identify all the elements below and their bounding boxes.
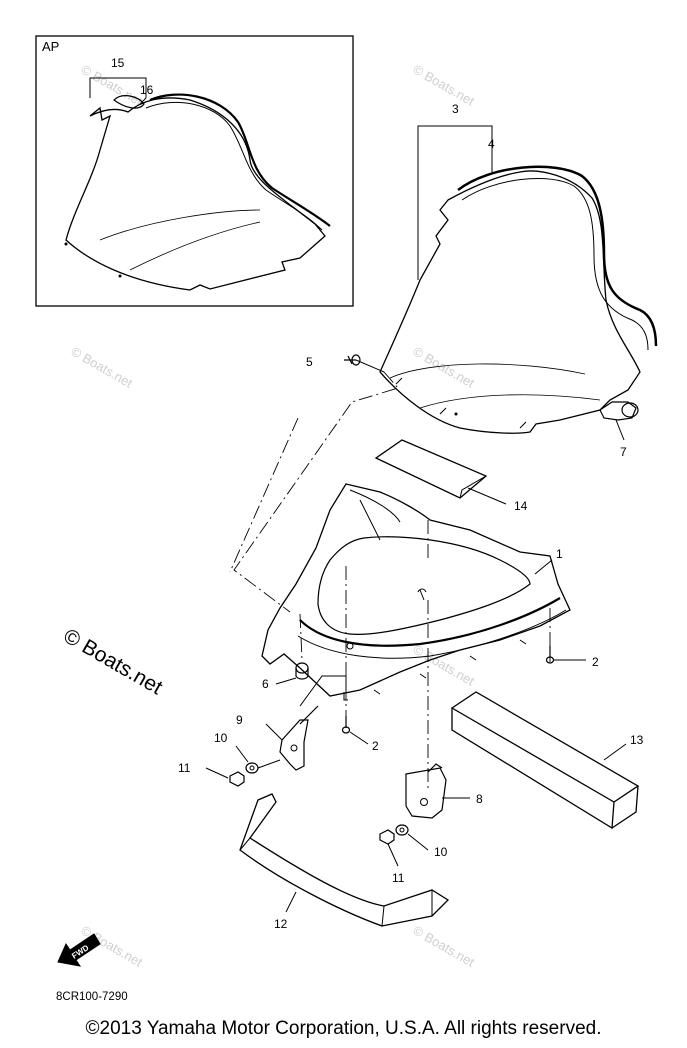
diagram-code: 8CR100-7290: [56, 991, 128, 1003]
watermarks: © Boats.net © Boats.net © Boats.net © Bo…: [60, 62, 478, 970]
callout-9: 9: [236, 713, 243, 727]
inset-frame: [35, 35, 354, 307]
ap-inset: AP: [35, 35, 354, 307]
callout-3: 3: [452, 102, 459, 116]
inset-label: AP: [42, 39, 59, 54]
watermark-text: © Boats.net: [411, 344, 478, 391]
screw-2-lower: [341, 692, 369, 745]
windshield: [379, 170, 641, 434]
inset-windshield: [65, 97, 326, 291]
callout-8: 8: [476, 792, 483, 806]
washer-10-right: [395, 824, 429, 851]
parts-diagram: © Boats.net © Boats.net © Boats.net © Bo…: [35, 35, 658, 1003]
callout-13: 13: [630, 733, 644, 747]
foam-block-13: [450, 691, 640, 830]
callout-1: 1: [556, 547, 563, 561]
inset-grip-16: [113, 95, 145, 109]
nut-11-right: [379, 829, 399, 867]
callout-14: 14: [514, 499, 528, 513]
leader-15: [89, 77, 147, 98]
callout-5: 5: [306, 355, 313, 369]
cowling-lower-slots: [373, 639, 527, 695]
cowling-cable-hole: [417, 588, 427, 601]
inset-windshield-trim: [149, 93, 331, 227]
watermark-text: © Boats.net: [411, 62, 478, 109]
cowling-rim: [299, 597, 561, 647]
inset-trim-inner: [145, 101, 323, 231]
callout-10-right: 10: [434, 845, 448, 859]
windshield-assembly: [379, 125, 658, 434]
watermark-text: © Boats.net: [69, 344, 136, 391]
washer-10-left: [235, 745, 281, 774]
leader-3: [417, 125, 493, 280]
bracket-9: [265, 675, 347, 771]
watermark-text: © Boats.net: [411, 923, 478, 970]
bumper-12: [239, 793, 450, 927]
watermark-bold-text: © Boats.net: [60, 624, 167, 699]
callout-15: 15: [111, 56, 125, 70]
callout-6: 6: [262, 677, 269, 691]
callout-7: 7: [620, 445, 627, 459]
callout-2-lower: 2: [372, 739, 379, 753]
screw-2-right: [545, 646, 586, 664]
windshield-shading: [389, 363, 601, 409]
cowling-opening: [317, 536, 531, 635]
windshield-slots: [395, 377, 527, 429]
grommet-7: [599, 401, 639, 441]
assembly-lines: [229, 371, 551, 790]
pad-14: [374, 439, 507, 505]
cowling-rim-inner: [297, 609, 567, 659]
inset-shading: [99, 209, 261, 271]
callout-4: 4: [488, 137, 495, 151]
leader-16: [139, 97, 147, 105]
bracket-8: [405, 763, 470, 819]
cowling: [261, 483, 571, 697]
callout-11-right: 11: [392, 871, 405, 885]
callout-16: 16: [140, 83, 154, 97]
callout-11-left: 11: [178, 761, 191, 775]
cowling-top-edge: [349, 489, 401, 541]
callout-2-right: 2: [592, 655, 599, 669]
copyright-notice: ©2013 Yamaha Motor Corporation, U.S.A. A…: [85, 1018, 602, 1039]
nut-11-left: [205, 767, 245, 787]
cowling-1: [261, 483, 571, 697]
callout-10-left: 10: [214, 731, 228, 745]
windshield-trim-inner: [461, 178, 649, 351]
grommet-6: [275, 662, 309, 685]
windshield-trim-4: [457, 165, 658, 347]
callout-12: 12: [274, 917, 288, 931]
screw-5: [344, 354, 385, 373]
fwd-arrow-icon: FWD: [57, 933, 101, 967]
